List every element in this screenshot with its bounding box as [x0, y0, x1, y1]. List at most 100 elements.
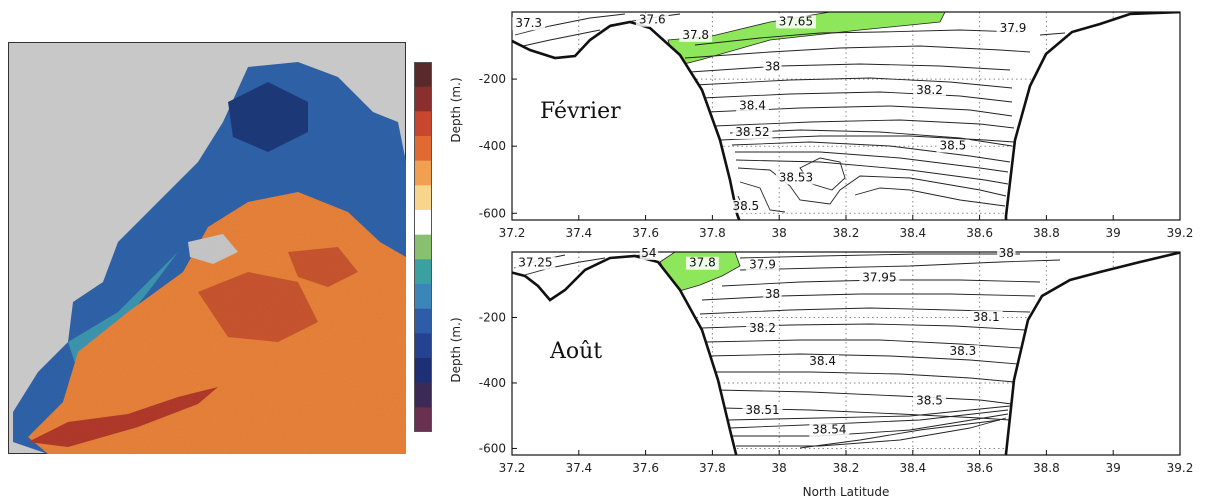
panel2-bathymetry-right — [1004, 252, 1180, 455]
x-tick-label: 37.6 — [632, 461, 659, 475]
contour-label-bg — [913, 394, 946, 408]
x-tick-label: 38.4 — [899, 461, 926, 475]
contour-label-bg — [746, 322, 779, 336]
colorbar-swatch — [414, 111, 432, 137]
panel2-month-label: Août — [549, 339, 602, 364]
x-tick-label: 38.8 — [1033, 226, 1060, 240]
contour-label: 37.3 — [515, 16, 542, 30]
y-tick-label: -200 — [479, 310, 506, 324]
panel2-grid — [511, 252, 1181, 455]
contour-label: 38 — [999, 246, 1014, 260]
y-tick-label: -200 — [479, 72, 506, 86]
contour-label: 37.65 — [779, 14, 813, 28]
contour-label: 38.4 — [739, 98, 766, 112]
x-tick-label: 39 — [1106, 226, 1121, 240]
map-sea-hot — [198, 247, 358, 342]
x-tick-label: 38.2 — [833, 461, 860, 475]
contour-label: 38.5 — [940, 139, 967, 153]
contour-label: 38.1 — [973, 310, 1000, 324]
contour-label-bg — [996, 22, 1030, 36]
contour-label: 37.9 — [1000, 21, 1027, 35]
depth-sections: 37.2 37.4 37.6 37.8 38 38.2 38.4 38.6 38.8 39 39.2… — [449, 11, 1194, 499]
colorbar-swatch — [414, 382, 432, 408]
y-tick-label: -400 — [479, 376, 506, 390]
contour-label: 37.8 — [682, 28, 709, 42]
contour-label-bg — [809, 423, 850, 437]
contour-label: 38.52 — [735, 125, 769, 139]
contour-label: 38.3 — [950, 344, 977, 358]
x-tick-label: 37.4 — [565, 226, 592, 240]
colorbar-swatch — [414, 62, 432, 88]
contour-label-bg — [736, 99, 769, 113]
colorbar-swatch — [414, 284, 432, 310]
contour-label-bg — [685, 256, 719, 270]
colorbar-swatch — [414, 358, 432, 384]
colorbar-swatch — [414, 185, 432, 211]
x-tick-label: 38 — [772, 226, 787, 240]
contour-label-bg — [969, 310, 1003, 324]
y-tick-label: -400 — [479, 139, 506, 153]
colorbar-frame — [414, 62, 432, 432]
map-colorbar — [414, 62, 432, 432]
colorbar-swatch — [414, 234, 432, 260]
contour-label-bg — [512, 17, 546, 31]
panel1-ylabel: Depth (m.) — [449, 77, 463, 142]
map-island — [188, 234, 238, 264]
contour-label: 38 — [765, 287, 780, 301]
contour-label-bg — [775, 171, 816, 185]
contour-label: 37.95 — [862, 270, 896, 284]
x-tick-label: 38.4 — [899, 226, 926, 240]
contour-label-bg — [997, 246, 1016, 260]
colorbar-swatch — [414, 136, 432, 162]
contour-label-bg — [746, 258, 779, 272]
contour-label-bg — [859, 271, 900, 285]
colorbar-swatch — [414, 160, 432, 186]
contour-label: 37.6 — [639, 13, 666, 27]
colorbar-swatch — [414, 333, 432, 359]
panel1-bathymetry — [512, 20, 741, 220]
contour-label: 38.2 — [916, 83, 943, 97]
colorbar-swatch — [414, 407, 432, 432]
contour-label: 38.54 — [812, 423, 846, 437]
x-tick-label: 37.8 — [699, 461, 726, 475]
map-coast-red — [28, 387, 218, 447]
x-tick-label: 39.2 — [1167, 226, 1194, 240]
contour-label: 38.51 — [745, 403, 779, 417]
panel1-bathymetry-right — [1004, 12, 1180, 220]
contour-label: 37.9 — [749, 257, 776, 271]
contour-label-bg — [913, 84, 946, 98]
x-tick-label: 37.2 — [499, 461, 526, 475]
contour-label-bg — [679, 28, 713, 42]
panel2-xlabel: North Latitude — [803, 485, 890, 499]
colorbar-swatch — [414, 259, 432, 285]
panel2-contour-labels: 37.255437.83837.937.953838.138.238.338.4… — [515, 246, 1016, 437]
contour-label-bg — [635, 13, 669, 27]
contour-label-bg — [763, 60, 782, 74]
x-tick-label: 38 — [772, 461, 787, 475]
x-tick-label: 39.2 — [1167, 461, 1194, 475]
y-tick-label: -600 — [479, 441, 506, 455]
contour-label: 38.5 — [732, 199, 759, 213]
contour-label-bg — [742, 404, 783, 418]
panel1-green-zone — [667, 12, 946, 67]
x-tick-label: 37.6 — [632, 226, 659, 240]
contour-label-bg — [732, 126, 773, 140]
colorbar-swatch — [414, 308, 432, 334]
colorbar-swatch — [414, 86, 432, 112]
sea-surface-map — [8, 42, 406, 454]
contour-label-bg — [729, 199, 763, 213]
contour-label-bg — [806, 354, 840, 368]
contour-label: 38.53 — [779, 170, 813, 184]
contour-label: 37.25 — [518, 256, 552, 270]
map-sea-dark — [228, 82, 308, 152]
colorbar-swatch — [414, 210, 432, 236]
x-tick-label: 38.6 — [966, 461, 993, 475]
contour-label: 37.8 — [689, 256, 716, 270]
panel1-month-label: Février — [540, 99, 621, 124]
contour-label: 38 — [765, 60, 780, 74]
x-tick-label: 38.8 — [1033, 461, 1060, 475]
